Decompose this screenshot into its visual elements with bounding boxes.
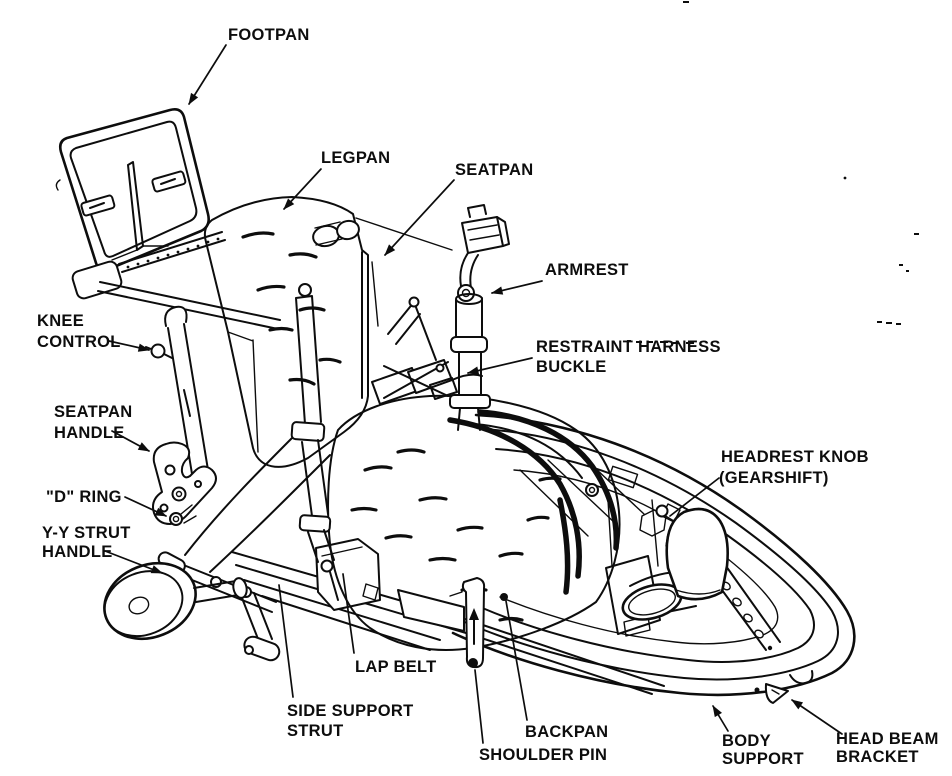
head-beam-leader bbox=[791, 699, 843, 735]
knee-control-drawing bbox=[145, 305, 211, 487]
restraint-buckle-leader bbox=[467, 357, 533, 375]
legpan-leader bbox=[283, 168, 322, 210]
footpan-hinge-rivets bbox=[126, 237, 220, 269]
body-support-leader bbox=[712, 705, 729, 732]
armrest-drawing bbox=[449, 204, 510, 431]
footpan-leader bbox=[188, 44, 227, 105]
side-support-label-line2: STRUT bbox=[287, 722, 344, 740]
knee-control-label-line2: CONTROL bbox=[37, 333, 121, 351]
side-support-leader bbox=[278, 584, 294, 698]
couch-illustration bbox=[55, 1, 919, 704]
headrest-knob-label-line1: HEADREST KNOB bbox=[721, 448, 869, 466]
headrest-knob-leader bbox=[669, 477, 720, 517]
knee-control-knob bbox=[150, 343, 166, 359]
d-ring-label: "D" RING bbox=[46, 488, 122, 506]
headrest-knob-label-line2: (GEARSHIFT) bbox=[719, 469, 829, 487]
scan-specks bbox=[627, 1, 919, 344]
seatpan-handle-leader bbox=[111, 430, 150, 452]
body-support-label-line2: SUPPORT bbox=[722, 750, 804, 768]
side-support-strut-drawing bbox=[290, 283, 339, 601]
backpan-leader bbox=[505, 600, 528, 721]
restraint-buckle-label-line1: RESTRAINT HARNESS bbox=[536, 338, 721, 356]
yy-disc bbox=[103, 561, 197, 641]
backpan-pointer-dot bbox=[500, 593, 508, 601]
seatpan-label: SEATPAN bbox=[455, 161, 534, 179]
yy-strut-label-line1: Y-Y STRUT bbox=[42, 524, 131, 542]
restraint-buckle-label-line2: BUCKLE bbox=[536, 358, 607, 376]
seatpan-leader bbox=[384, 179, 455, 256]
shoulder-pin-label: SHOULDER PIN bbox=[479, 746, 607, 764]
yy-strut-leader bbox=[104, 550, 163, 574]
frame-rails-drawing bbox=[231, 538, 665, 695]
d-ring-drawing bbox=[169, 504, 197, 526]
headrest-drawing bbox=[605, 499, 729, 637]
side-support-label-line1: SIDE SUPPORT bbox=[287, 702, 413, 720]
head-beam-bracket-drawing bbox=[764, 683, 789, 704]
yy-strut-drawing bbox=[103, 551, 281, 662]
lap-belt-label: LAP BELT bbox=[355, 658, 437, 676]
head-beam-label-line1: HEAD BEAM bbox=[836, 730, 939, 748]
seatpan-handle-label-line2: HANDLE bbox=[54, 424, 125, 442]
seatpan-handle-label-line1: SEATPAN bbox=[54, 403, 133, 421]
armrest-leader bbox=[491, 280, 543, 295]
backpan-drawing bbox=[327, 394, 621, 651]
footpan-label: FOOTPAN bbox=[228, 26, 310, 44]
footpan-drawing bbox=[55, 108, 281, 330]
shoulder-pin-drawing bbox=[449, 577, 486, 669]
d-ring-leader bbox=[124, 496, 167, 517]
knee-control-leader bbox=[108, 340, 150, 352]
knee-control-label-line1: KNEE bbox=[37, 312, 84, 330]
yy-strut-label-line2: HANDLE bbox=[42, 543, 113, 561]
lap-belt-leader bbox=[342, 573, 355, 654]
shoulder-pin-leader bbox=[474, 669, 484, 744]
headrest-knob-glyph bbox=[655, 504, 669, 518]
head-beam-label-line2: BRACKET bbox=[836, 748, 919, 766]
body-support-label-line1: BODY bbox=[722, 732, 771, 750]
callouts: FOOTPAN LEGPAN SEATPAN ARMREST KNEE CONT… bbox=[37, 26, 939, 768]
armrest-label: ARMREST bbox=[545, 261, 629, 279]
backpan-label: BACKPAN bbox=[525, 723, 608, 741]
restraint-buckle-drawing bbox=[371, 296, 483, 405]
legpan-label: LEGPAN bbox=[321, 149, 390, 167]
